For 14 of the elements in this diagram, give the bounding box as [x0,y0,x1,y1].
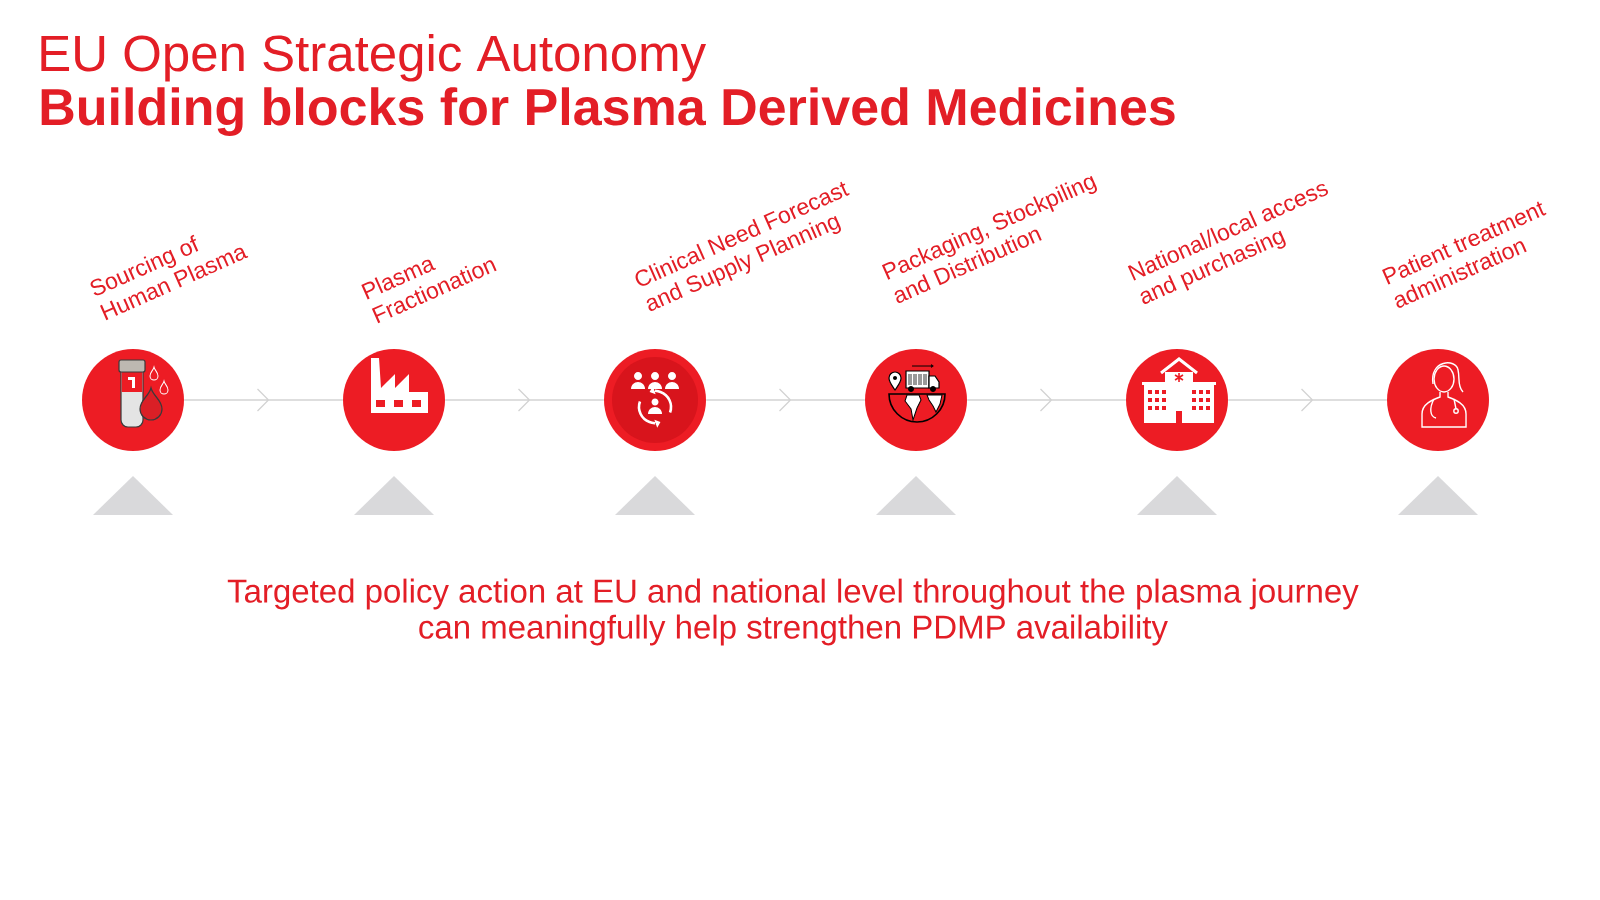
subtitle: Building blocks for Plasma Derived Medicines [41,87,1175,137]
triangle [1398,476,1478,515]
triangle [1137,476,1217,515]
triangle [354,476,434,515]
arrow [966,388,1127,412]
arrow [444,388,605,412]
triangle [615,476,695,515]
triangle [876,476,956,515]
arrow [1227,388,1388,412]
title: EU Open Strategic Autonomy [41,34,707,82]
arrow [705,388,866,412]
arrow [183,388,344,412]
note-text: Targeted policy action at EU and national level throughout the plasma journey can meaningfully help strengthen PDMP availability [227,578,1359,646]
triangle [93,476,173,515]
